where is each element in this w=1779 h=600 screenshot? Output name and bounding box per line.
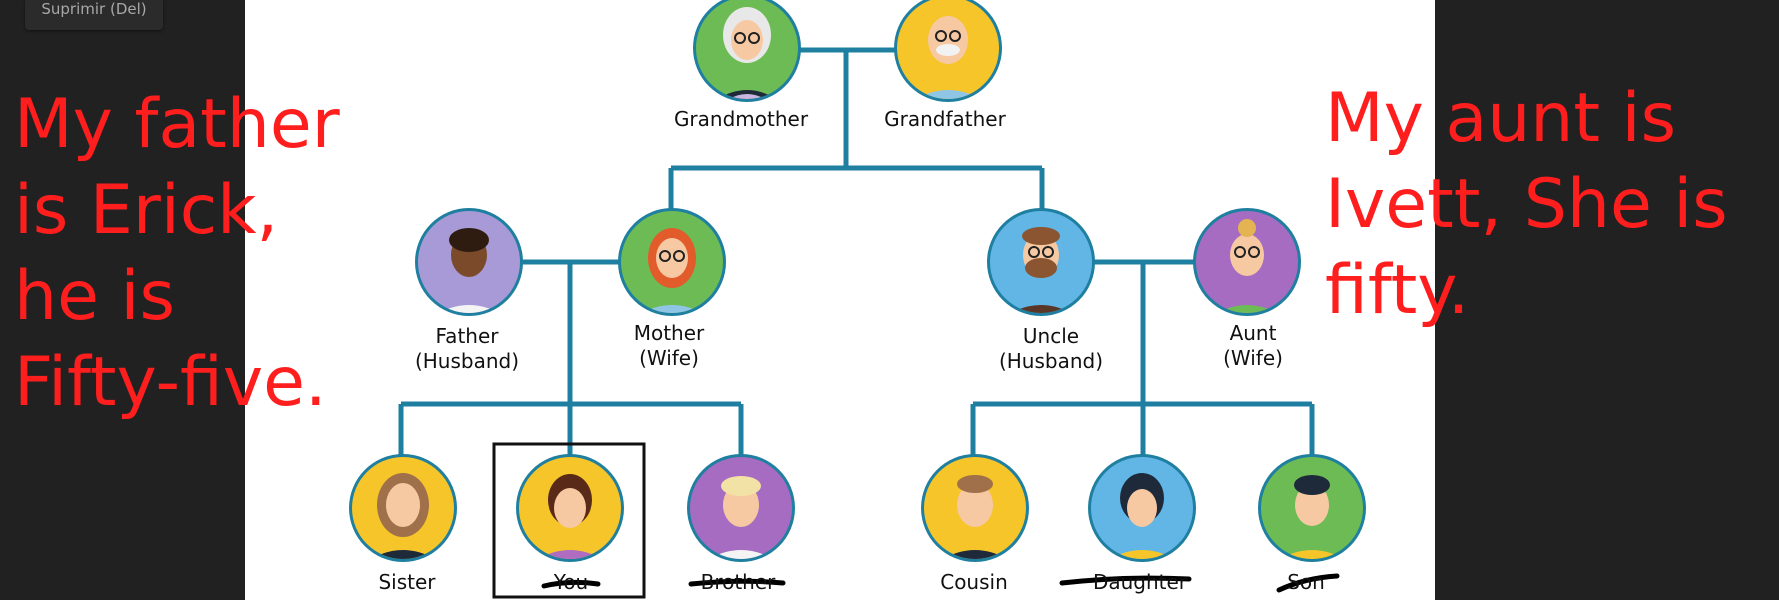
annotation-left-line1: My father [14, 85, 340, 164]
son-avatar [1258, 454, 1366, 562]
label-mother-line1: Mother [633, 321, 705, 345]
grandfather-avatar [894, 0, 1002, 102]
annotation-right-line3: fifty. [1325, 251, 1470, 330]
label-cousin: Cousin [940, 570, 1008, 594]
label-aunt-line1: Aunt [1229, 321, 1277, 345]
tree-lines [398, 47, 1315, 456]
label-sister: Sister [378, 570, 436, 594]
label-aunt-line2: (Wife) [1223, 346, 1283, 370]
annotation-right: My aunt is Ivett, She is fifty. [1325, 76, 1728, 334]
label-father-line2: (Husband) [414, 349, 520, 373]
label-uncle: Uncle (Husband) [999, 324, 1103, 374]
annotation-left-line3: he is [14, 257, 175, 336]
label-grandfather: Grandfather [884, 107, 1006, 131]
you-avatar [516, 454, 624, 562]
strike-marks [541, 573, 1340, 593]
uncle-avatar [987, 208, 1095, 316]
sister-avatar [349, 454, 457, 562]
label-mother-line2: (Wife) [639, 346, 699, 370]
daughter-avatar [1088, 454, 1196, 562]
annotation-right-line1: My aunt is [1325, 79, 1676, 158]
label-father-line1: Father [435, 324, 499, 348]
label-uncle-line2: (Husband) [998, 349, 1104, 373]
aunt-avatar [1193, 208, 1301, 316]
family-tree-graphic [349, 0, 1366, 599]
father-avatar [415, 208, 523, 316]
label-you: You [553, 570, 589, 594]
label-grandmother: Grandmother [673, 107, 809, 131]
delete-tooltip: Suprimir (Del) [25, 0, 163, 30]
label-daughter: Daughter [1092, 570, 1188, 594]
brother-avatar [687, 454, 795, 562]
label-brother: Brother [700, 570, 776, 594]
label-father: Father (Husband) [415, 324, 519, 374]
you-highlight-box [492, 442, 646, 599]
label-aunt: Aunt (Wife) [1223, 321, 1283, 371]
grandmother-avatar [693, 0, 801, 102]
family-tree-slide[interactable]: Grandmother Grandfather Father (Husband)… [245, 0, 1435, 600]
label-uncle-line1: Uncle [1022, 324, 1080, 348]
mother-avatar [618, 208, 726, 316]
annotation-right-line2: Ivett, She is [1325, 165, 1728, 244]
label-son: Son [1287, 570, 1325, 594]
annotation-left: My father is Erick, he is Fifty-five. [14, 82, 340, 426]
cousin-avatar [921, 454, 1029, 562]
label-mother: Mother (Wife) [634, 321, 705, 371]
annotation-left-line2: is Erick, [14, 171, 279, 250]
annotation-left-line4: Fifty-five. [14, 343, 327, 422]
